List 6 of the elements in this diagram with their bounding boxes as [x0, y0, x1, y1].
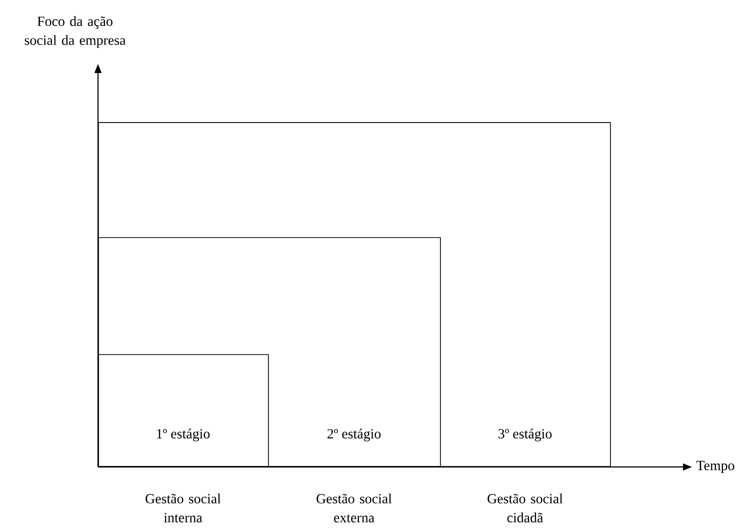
- axis-label: Tempo: [696, 460, 734, 474]
- stage-caption: Gestão social interna: [146, 494, 221, 522]
- axis-title: Foco da ação social da empresa: [24, 16, 126, 48]
- stage-box: 1º estágio: [98, 354, 269, 467]
- stage-caption: Gestão social cidadã: [488, 494, 563, 522]
- stage-caption: Gestão social externa: [316, 494, 392, 522]
